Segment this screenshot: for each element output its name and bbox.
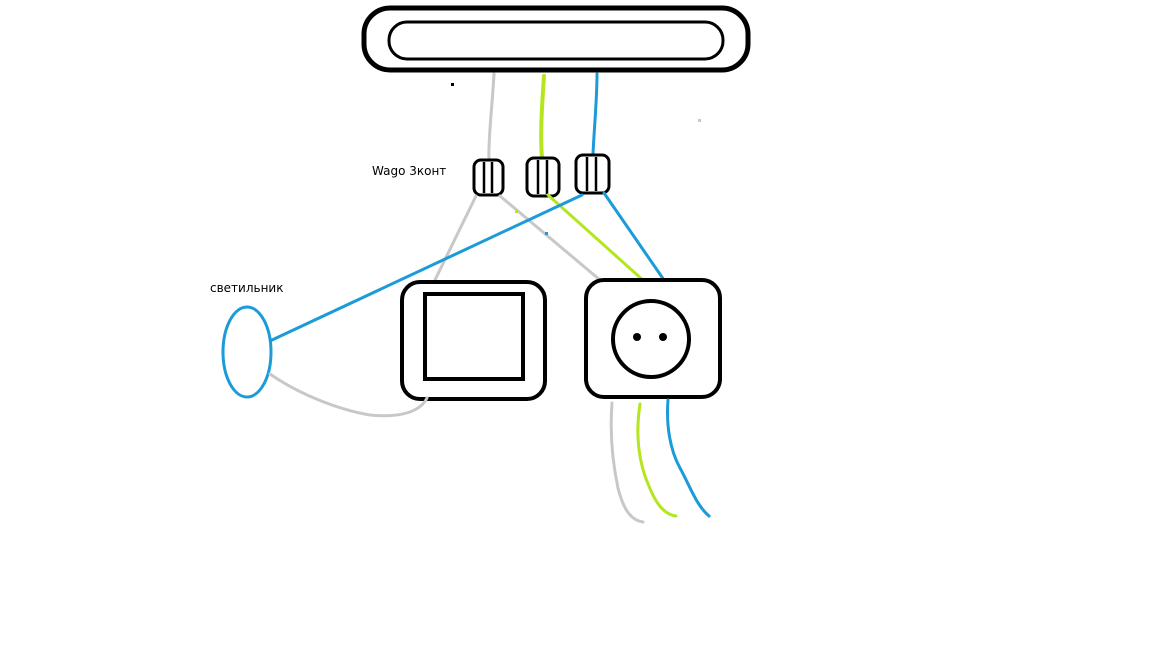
- socket-hole-left: [633, 333, 641, 341]
- wire-gray-to-switch: [432, 194, 478, 284]
- light-switch: [400, 280, 547, 401]
- wire-blue-to-socket: [602, 191, 666, 282]
- stray-dot: [451, 83, 454, 86]
- wire-yellowgreen-top: [539, 74, 546, 160]
- wago-connector-label: Wago 3конт: [372, 164, 447, 178]
- lamp-label: светильник: [210, 281, 284, 295]
- wago-connector-middle: [525, 156, 561, 198]
- junction-box: [361, 5, 751, 73]
- wire-blue-bottom: [666, 398, 711, 518]
- wago-connector-right: [574, 153, 611, 195]
- wires-top: [487, 72, 599, 162]
- wires-bottom: [609, 398, 711, 524]
- wago-connector-left: [472, 158, 505, 197]
- wire-blue-top: [591, 72, 599, 156]
- wire-yellowgreen-bottom: [636, 402, 678, 518]
- socket-hole-right: [659, 333, 667, 341]
- wire-gray-lamp-to-switch: [268, 372, 429, 418]
- power-socket: [584, 278, 722, 399]
- stray-dot-yellowgreen: [515, 210, 518, 213]
- wire-gray-top: [487, 72, 496, 162]
- wire-gray-bottom: [609, 401, 645, 524]
- wire-blue-to-lamp: [270, 193, 584, 342]
- wire-yellowgreen-to-socket: [546, 193, 646, 283]
- stray-dot-gray: [698, 119, 701, 122]
- wires-middle: [270, 191, 666, 342]
- lamp: [221, 305, 273, 399]
- stray-dot-blue: [545, 232, 548, 235]
